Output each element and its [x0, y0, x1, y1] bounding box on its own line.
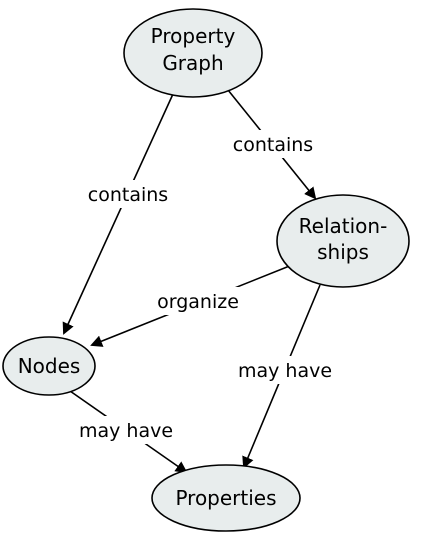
- edge-label-relationships-to-nodes: organize: [157, 291, 239, 313]
- edge-label-relationships-to-properties-group: may have: [231, 356, 339, 384]
- edge-label-graph-to-nodes-group: contains: [80, 180, 176, 208]
- node-nodes-shape: [2, 336, 96, 396]
- node-properties[interactable]: Properties: [151, 464, 301, 532]
- node-properties-label: Properties: [175, 486, 276, 510]
- edge-label-relationships-to-properties: may have: [238, 360, 332, 382]
- node-relationships-shape: [276, 194, 410, 288]
- edge-label-graph-to-relationships-group: contains: [225, 130, 321, 158]
- node-properties-shape: [151, 464, 301, 532]
- node-property-graph-shape: [123, 8, 263, 98]
- node-property-graph-line2: Graph: [162, 51, 223, 75]
- node-relationships-line1: Relation-: [299, 214, 388, 238]
- edge-label-nodes-to-properties: may have: [79, 420, 173, 442]
- edge-label-graph-to-relationships: contains: [233, 134, 313, 156]
- node-property-graph-line1: Property: [151, 24, 236, 48]
- edge-label-relationships-to-nodes-group: organize: [150, 287, 246, 315]
- node-nodes-label: Nodes: [18, 354, 81, 378]
- node-nodes[interactable]: Nodes: [2, 336, 96, 396]
- edge-label-nodes-to-properties-group: may have: [72, 416, 180, 444]
- edge-label-graph-to-nodes: contains: [88, 184, 168, 206]
- node-relationships-line2: ships: [317, 240, 369, 264]
- edge-graph-to-nodes: [62, 93, 174, 335]
- node-relationships[interactable]: Relation- ships: [276, 194, 410, 288]
- node-property-graph[interactable]: Property Graph: [123, 8, 263, 98]
